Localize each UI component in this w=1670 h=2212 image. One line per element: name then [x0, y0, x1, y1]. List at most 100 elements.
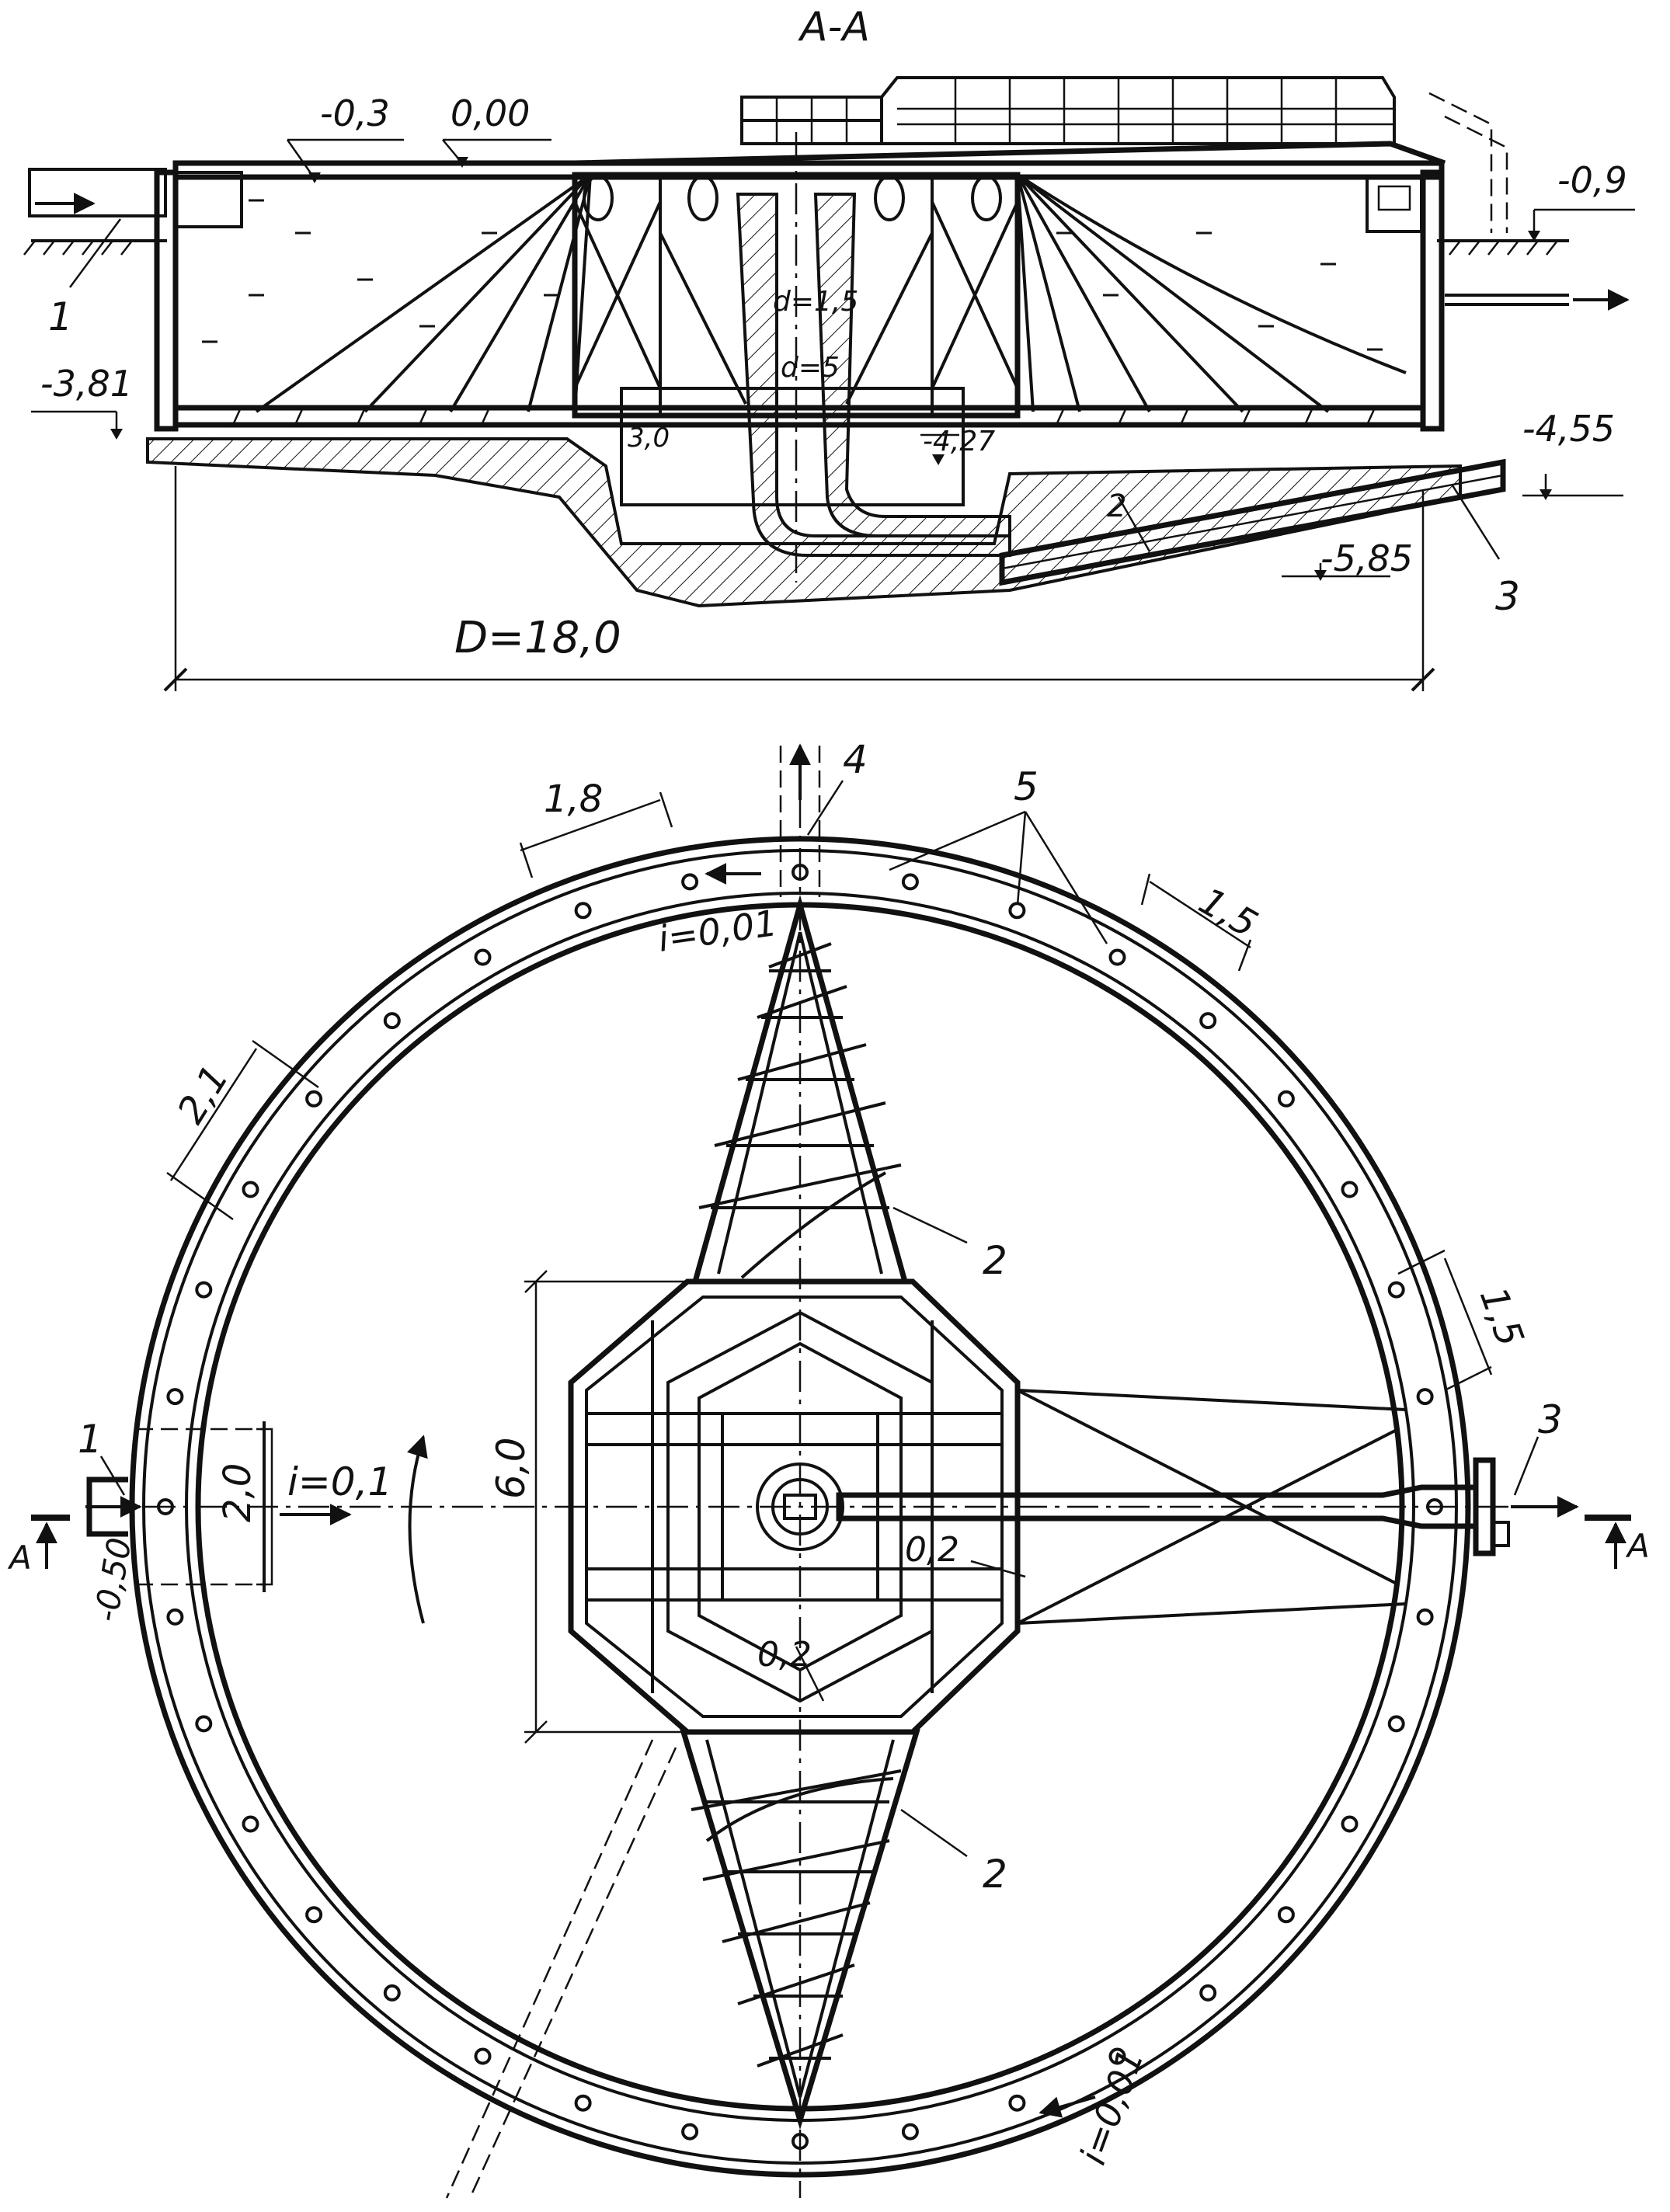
outlet-hole: [383, 1012, 401, 1030]
dim-center-height-lines: [524, 1270, 691, 1744]
plan-callout-outlets: 5: [1014, 764, 1039, 809]
plan-callout-leader-1: [99, 1456, 126, 1496]
pipe-label-upper: d=1,5: [773, 286, 858, 318]
dim-spacing-right: 1,5: [1471, 1282, 1533, 1352]
callout-inlet: 1: [48, 294, 73, 339]
inlet-pipe: [28, 168, 167, 217]
central-column-right: [813, 193, 1011, 537]
control-box: [1366, 176, 1423, 233]
scraper-blades: [231, 407, 1376, 426]
inlet-chamber: [174, 171, 243, 228]
level-bottom-edge: -3,81: [40, 363, 133, 405]
railing: [1428, 92, 1508, 233]
outlet-hole: [1416, 1608, 1434, 1626]
plan-callout-leader-2a: [892, 1206, 968, 1244]
tank-bottom: [146, 437, 1462, 608]
outlet-hole: [166, 1608, 184, 1626]
section-mark-right: A: [1625, 1527, 1650, 1565]
outlet-hole: [242, 1815, 259, 1833]
outlet-hole: [901, 2123, 919, 2141]
section-mark-left: A: [7, 1539, 32, 1577]
plan-callout-channel: 4: [843, 737, 868, 782]
level-ground-zero: 0,00: [451, 92, 530, 134]
outlet-hole: [305, 1090, 323, 1108]
dim-spacing-right-lines: [1397, 1249, 1493, 1392]
inlet-guides: [136, 1428, 264, 1586]
callout-outlet: 3: [1495, 574, 1520, 619]
pipe-supports: [1017, 1389, 1407, 1625]
outlet-hole: [1199, 1984, 1217, 2002]
slope-top: i=0,01: [656, 902, 780, 960]
rotation-arrow: [407, 1435, 428, 1624]
outlet-hole: [1387, 1715, 1405, 1733]
outlet-hole: [1008, 2094, 1026, 2112]
scraper-beam: [172, 405, 1426, 428]
diameter-ticks: [163, 667, 1435, 692]
outlet-hole: [681, 873, 699, 891]
callout-leader-3: [1451, 485, 1501, 560]
slope-radial: i=0,1: [287, 1459, 392, 1504]
plan-callout-leader-4: [806, 780, 844, 836]
water-surface: [202, 199, 1383, 351]
outlet-valve: [1491, 1521, 1510, 1547]
dim-spacing-top: 1,8: [544, 777, 603, 821]
outlet-hole: [574, 902, 592, 920]
dim-inlet-width: 2,0: [216, 1463, 259, 1522]
callout-leader-1: [68, 218, 122, 288]
plan-callout-leaders-5: [889, 810, 1108, 944]
drain-pipe-dashed: [445, 1739, 677, 2199]
callout-leader-2: [1117, 496, 1151, 552]
outlet-flange: [1473, 1457, 1496, 1556]
tie-rods: [255, 173, 1407, 413]
section-view: A-A: [23, 4, 1635, 692]
level-inner-pit: -4,27: [923, 426, 995, 457]
outlet-hole: [1416, 1388, 1434, 1406]
inner-pit: [620, 387, 965, 506]
section-title: A-A: [798, 4, 870, 50]
outlet-hole: [574, 2094, 592, 2112]
callout-scraper-section: 2: [1107, 489, 1126, 524]
tank-wall-right: [1420, 169, 1445, 432]
sludge-pipe-axis: [1001, 474, 1504, 570]
dim-gap-bottom-line: [795, 1646, 825, 1702]
dim-center-height: 6,0: [489, 1437, 534, 1499]
dim-inlet-offset: -0,50: [87, 1535, 139, 1625]
dim-gap-right-line: [970, 1560, 1026, 1578]
dim-spacing-left: 2,1: [169, 1058, 238, 1131]
central-drive-octagon: [568, 1278, 1021, 1735]
outlet-hole: [1008, 902, 1026, 920]
slope-bottom: i=0,01: [1072, 2043, 1152, 2170]
outlet-hole: [1108, 948, 1126, 966]
level-outlet: -0,9: [1557, 159, 1627, 201]
outlet-hole: [1387, 1281, 1405, 1299]
plan-callout-outlet: 3: [1538, 1397, 1563, 1442]
diameter-label: D=18,0: [454, 613, 621, 663]
level-inlet-water: -0,3: [320, 92, 390, 134]
outlet-hole: [901, 873, 919, 891]
pipe-label-lower: d=5: [781, 352, 840, 384]
section-mark-right-bar: [1585, 1515, 1631, 1521]
plan-callout-inlet: 1: [78, 1417, 103, 1462]
outlet-hole: [383, 1984, 401, 2002]
plan-callout-leader-3: [1513, 1436, 1540, 1496]
level-sump-bottom: -5,85: [1320, 537, 1413, 579]
dim-gap-bottom: 0,2: [757, 1635, 812, 1675]
outlet-hole: [474, 2047, 492, 2065]
dim-spacing-top-right: 1,5: [1192, 879, 1265, 947]
outlet-hole: [195, 1715, 213, 1733]
outlet-hole: [195, 1281, 213, 1299]
dim-gap-right: 0,2: [905, 1530, 959, 1570]
outlet-hole: [305, 1906, 323, 1924]
level-outlet-pipe: -4,55: [1522, 408, 1615, 450]
outlet-hole: [1341, 1815, 1359, 1833]
level-marks: -0,3 0,00 -0,9 -3,81 -4,55 -4,27 -5,85: [31, 92, 1635, 581]
slope-bottom-arrow: [1039, 2095, 1096, 2118]
sludge-pipe: [999, 458, 1506, 586]
central-column: [736, 193, 1011, 557]
outlet-hole: [681, 2123, 699, 2141]
dim-spacing-left-lines: [166, 1039, 319, 1221]
section-mark-left-bar: [31, 1515, 70, 1521]
ground-hatch: [23, 240, 1558, 256]
outlet-hole: [1108, 2047, 1126, 2065]
